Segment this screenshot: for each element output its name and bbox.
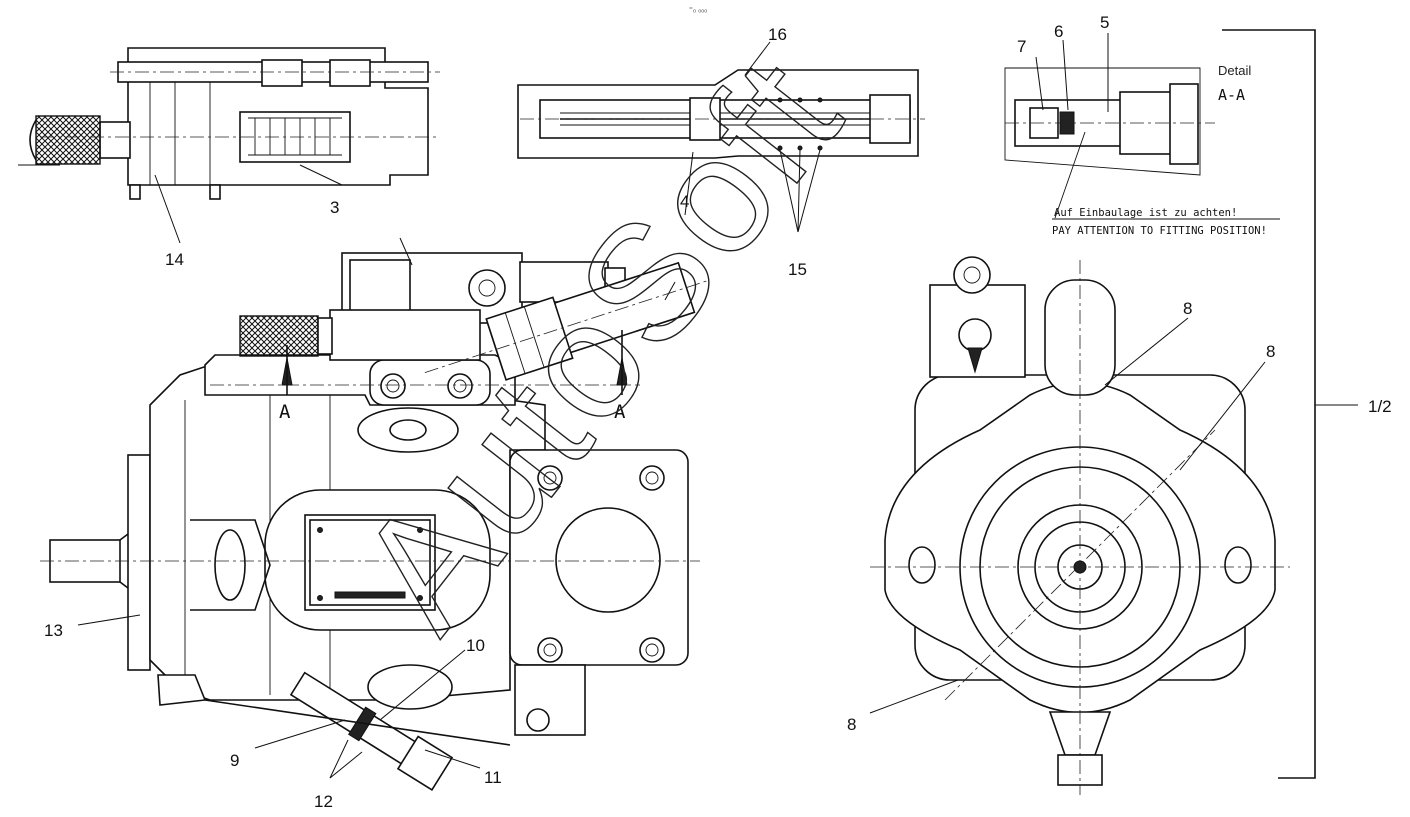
leader-16	[744, 41, 771, 76]
callout-9: 9	[230, 751, 239, 770]
detail-section-label: A-A	[1218, 86, 1245, 104]
callout-5: 5	[1100, 13, 1109, 32]
callout-16: 16	[768, 25, 787, 44]
shaft-section	[517, 69, 925, 159]
callout-1-2: 1/2	[1368, 397, 1392, 416]
assembly-bracket	[1222, 29, 1316, 779]
callout-8-bottom: 8	[847, 715, 856, 734]
leader-4	[664, 281, 676, 301]
leader-8-bottom	[869, 679, 959, 714]
callout-11: 11	[484, 768, 502, 787]
callout-6: 6	[1054, 22, 1063, 41]
leader-7	[1035, 56, 1044, 111]
fitting-note-english: PAY ATTENTION TO FITTING POSITION!	[1052, 225, 1267, 237]
leader-13	[77, 614, 141, 626]
leader-15a	[779, 149, 799, 233]
leader-3-top	[299, 164, 343, 186]
leader-8-right	[1179, 361, 1266, 471]
callout-7: 7	[1017, 37, 1026, 56]
callout-8-top: 8	[1183, 299, 1192, 318]
leader-12b	[329, 739, 349, 779]
callout-15: 15	[788, 260, 807, 279]
leader-11	[424, 749, 481, 769]
leader-12a	[329, 751, 363, 779]
callout-8-right: 8	[1266, 342, 1275, 361]
leader-15c	[797, 149, 821, 233]
callout-10: 10	[466, 636, 485, 655]
header-mark: ⁼ₒ ₒₒₒ	[689, 5, 708, 14]
leader-9	[254, 719, 346, 749]
pump-front-view	[870, 256, 1290, 795]
section-mark-a-right: A	[614, 401, 626, 423]
callout-12: 12	[314, 792, 333, 811]
leader-4-top	[684, 151, 694, 216]
leader-3	[399, 237, 413, 266]
leader-15b	[797, 149, 801, 233]
detail-title: Detail	[1218, 63, 1251, 78]
callout-4: 4	[680, 192, 689, 211]
section-mark-a-left: A	[279, 401, 291, 423]
leader-8-top	[1104, 317, 1189, 386]
callout-14: 14	[165, 250, 184, 269]
leader-6	[1062, 39, 1069, 111]
control-valve-section	[18, 47, 440, 200]
fitting-note-german: Auf Einbaulage ist zu achten!	[1054, 207, 1237, 219]
callout-13: 13	[44, 621, 63, 640]
leader-10	[379, 649, 466, 721]
detail-a-a	[1004, 67, 1280, 220]
leader-14	[154, 174, 181, 244]
callout-3: 3	[330, 198, 339, 217]
pump-side-view	[40, 252, 711, 792]
